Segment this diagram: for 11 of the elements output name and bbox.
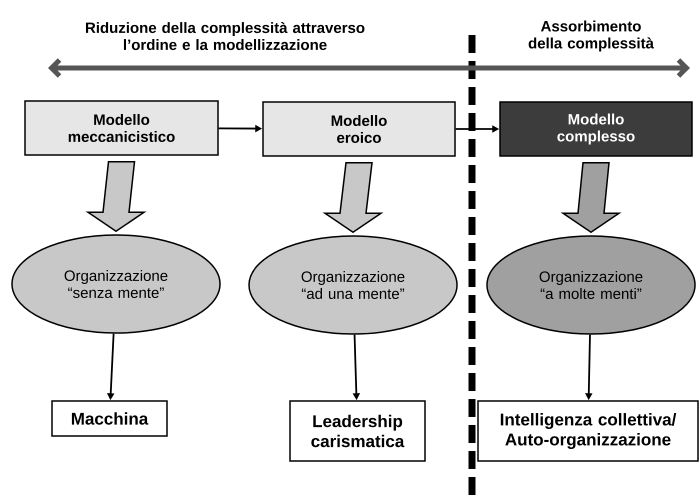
heading: Riduzione della complessità attraverso l’ordine e la modellizzazione [86, 22, 364, 50]
result-box: Intelligenza collettiva/ Auto-organizzazione [477, 400, 699, 462]
result-box: Leadership carismatica [289, 400, 426, 462]
model-box: Modello eroico [262, 101, 456, 157]
block-arrow [560, 162, 622, 234]
result-box: Macchina [51, 400, 168, 437]
model-box: Modello complesso [499, 101, 693, 157]
model-box: Modello meccanicistico [24, 100, 219, 156]
heading: Assorbimento della complessità [528, 20, 654, 52]
block-arrow [86, 161, 146, 232]
block-arrow [322, 162, 384, 234]
